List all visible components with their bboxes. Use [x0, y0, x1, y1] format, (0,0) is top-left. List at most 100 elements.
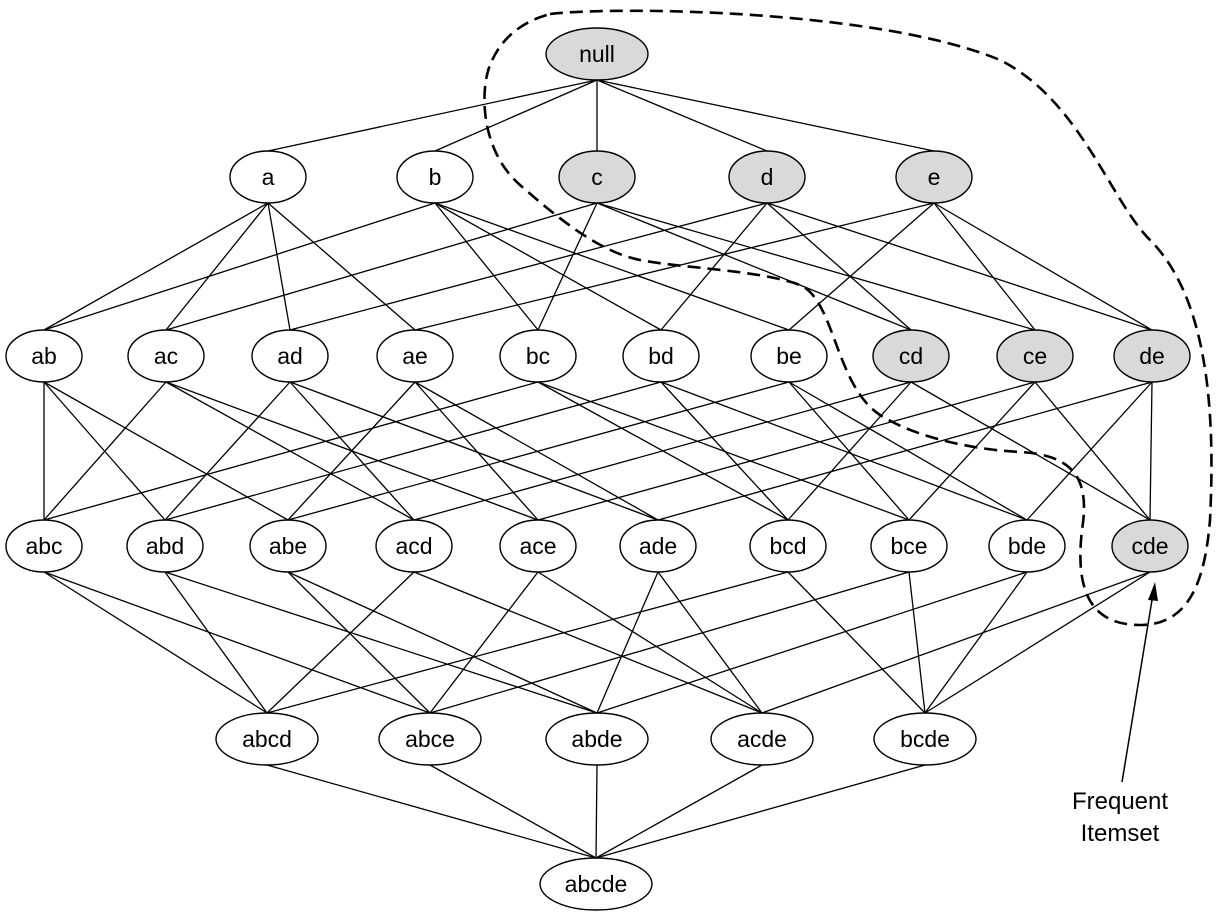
node-label-abd: abd: [146, 533, 184, 559]
edge-ae-ace: [414, 381, 539, 521]
edge-d-de: [766, 202, 1153, 331]
node-ellipse-ace: [499, 519, 577, 573]
edge-a-ac: [165, 202, 269, 331]
edge-be-abe: [287, 381, 790, 521]
node-label-ace: ace: [519, 533, 556, 559]
edge-abe-abde: [287, 571, 598, 714]
edge-d-ad: [289, 202, 768, 331]
node-ace: ace: [499, 519, 577, 573]
edge-ce-bce: [908, 381, 1036, 521]
node-bcd: bcd: [749, 519, 827, 573]
annotation-label-line1: Frequent: [1072, 788, 1168, 815]
node-ellipse-bcd: [749, 519, 827, 573]
node-ellipse-cde: [1111, 519, 1189, 573]
node-label-abc: abc: [25, 533, 62, 559]
edge-abde-abcde: [595, 764, 598, 859]
node-label-ae: ae: [402, 343, 428, 369]
edge-bd-abd: [164, 381, 662, 521]
edge-ade-abde: [596, 571, 659, 714]
node-ellipse-acd: [375, 519, 453, 573]
edge-bce-bcde: [908, 571, 926, 714]
node-ellipse-c: [558, 150, 636, 204]
edge-ace-acde: [537, 571, 763, 714]
node-ellipse-a: [229, 150, 307, 204]
edge-bde-bcde: [924, 571, 1028, 714]
edge-bc-abc: [43, 381, 539, 521]
node-label-bd: bd: [648, 343, 674, 369]
edge-a-ae: [267, 202, 416, 331]
edge-e-ae: [414, 202, 935, 331]
node-label-bcde: bcde: [900, 726, 950, 752]
node-ellipse-d: [728, 150, 806, 204]
node-ellipse-e: [895, 150, 973, 204]
edge-ab-abe: [43, 381, 289, 521]
node-label-abce: abce: [405, 726, 455, 752]
node-ellipse-bd: [622, 329, 700, 383]
node-bcde: bcde: [873, 712, 977, 766]
edge-d-bd: [660, 202, 768, 331]
node-abe: abe: [249, 519, 327, 573]
node-label-e: e: [928, 164, 941, 190]
edge-bcd-abcd: [266, 571, 789, 714]
edge-null-a: [267, 79, 598, 152]
node-label-cd: cd: [899, 343, 923, 369]
edge-b-ab: [43, 202, 436, 331]
edge-null-d: [596, 79, 768, 152]
node-acde: acde: [710, 712, 814, 766]
node-be: be: [750, 329, 828, 383]
edge-cde-acde: [761, 571, 1151, 714]
node-label-bde: bde: [1008, 533, 1046, 559]
edge-acde-abcde: [595, 764, 763, 859]
edge-ad-abd: [164, 381, 291, 521]
node-label-c: c: [591, 164, 603, 190]
node-label-be: be: [776, 343, 802, 369]
node-bc: bc: [499, 329, 577, 383]
node-ellipse-be: [750, 329, 828, 383]
edge-bd-bcd: [660, 381, 789, 521]
node-cd: cd: [872, 329, 950, 383]
edge-null-b: [434, 79, 598, 152]
edge-de-bde: [1026, 381, 1153, 521]
node-label-ac: ac: [154, 343, 178, 369]
edge-ce-cde: [1034, 381, 1151, 521]
node-a: a: [229, 150, 307, 204]
node-e: e: [895, 150, 973, 204]
node-ae: ae: [376, 329, 454, 383]
node-ab: ab: [5, 329, 83, 383]
node-ellipse-bc: [499, 329, 577, 383]
edge-bcd-bcde: [787, 571, 926, 714]
node-ellipse-abce: [378, 712, 482, 766]
node-c: c: [558, 150, 636, 204]
node-abcde: abcde: [539, 857, 653, 911]
edge-ae-abe: [287, 381, 416, 521]
node-ellipse-ade: [619, 519, 697, 573]
node-label-abde: abde: [571, 726, 622, 752]
node-ellipse-acde: [710, 712, 814, 766]
edge-acd-abcd: [266, 571, 415, 714]
node-ad: ad: [251, 329, 329, 383]
edge-abd-abcd: [164, 571, 268, 714]
edge-de-cde: [1149, 381, 1153, 521]
edge-e-de: [933, 202, 1153, 331]
edge-a-ad: [267, 202, 291, 331]
node-cde: cde: [1111, 519, 1189, 573]
node-ellipse-ce: [996, 329, 1074, 383]
node-ellipse-abcd: [215, 712, 319, 766]
node-ellipse-ad: [251, 329, 329, 383]
edge-c-bc: [537, 202, 598, 331]
node-ade: ade: [619, 519, 697, 573]
node-abce: abce: [378, 712, 482, 766]
edge-be-bde: [788, 381, 1028, 521]
edge-e-be: [788, 202, 935, 331]
node-label-abcde: abcde: [565, 871, 628, 897]
edge-c-ac: [165, 202, 598, 331]
node-b: b: [396, 150, 474, 204]
node-abd: abd: [126, 519, 204, 573]
node-label-ab: ab: [31, 343, 57, 369]
node-ellipse-abd: [126, 519, 204, 573]
node-ellipse-ab: [5, 329, 83, 383]
annotation-label-line2: Itemset: [1081, 820, 1160, 847]
edges-layer: [43, 79, 1153, 859]
edge-cde-bcde: [924, 571, 1151, 714]
